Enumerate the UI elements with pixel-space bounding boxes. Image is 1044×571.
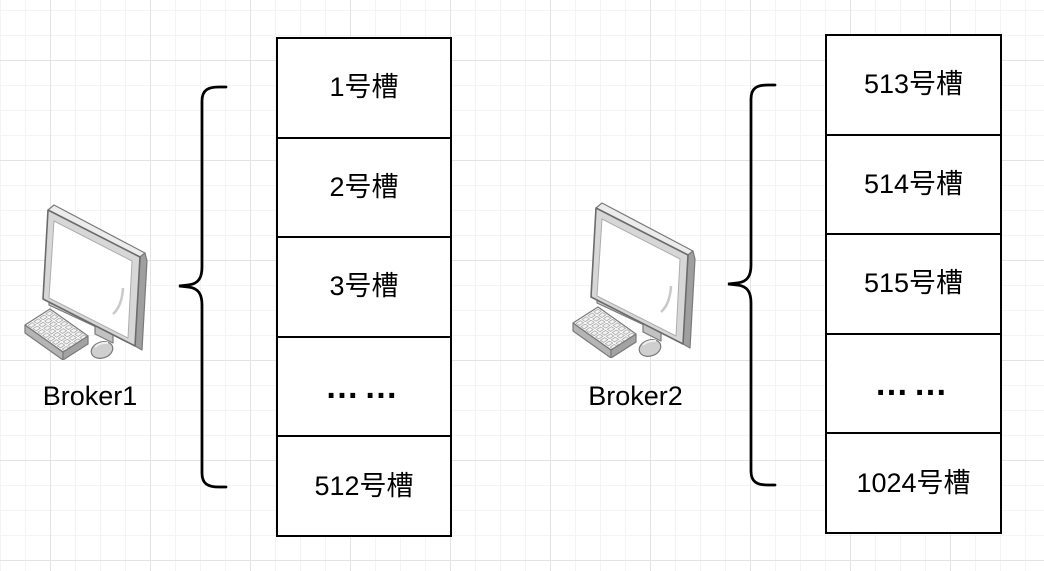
curly-brace-left [174,78,234,496]
slot-cell: 1号槽 [278,39,450,139]
slot-cell: 514号槽 [827,135,1000,236]
slot-table-broker2: 513号槽 514号槽 515号槽 …… 1024号槽 [825,34,1002,534]
slot-cell-ellipsis: …… [278,337,450,438]
computer-icon [18,200,148,360]
slot-cell: 515号槽 [827,235,1000,335]
curly-brace-right [723,76,783,494]
slot-cell: 3号槽 [278,238,450,338]
slot-cell: 513号槽 [827,36,1000,136]
slot-table-broker1: 1号槽 2号槽 3号槽 …… 512号槽 [276,37,452,537]
broker2-label: Broker2 [588,381,683,411]
slot-cell-ellipsis: …… [827,334,1000,435]
computer-icon [566,198,696,358]
slot-cell: 2号槽 [278,138,450,239]
broker1-label: Broker1 [42,381,138,411]
slot-cell: 1024号槽 [827,434,1000,532]
slot-cell: 512号槽 [278,437,450,535]
